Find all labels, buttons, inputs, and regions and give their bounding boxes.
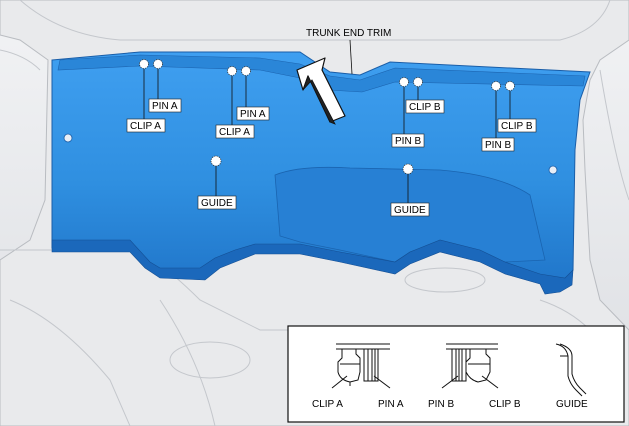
inset-pin-b-leader <box>441 375 459 389</box>
inset-label-clip-a: CLIP A <box>312 399 343 410</box>
tag-pin-a-1-bg <box>148 98 182 113</box>
tag-pin-b-1-bg <box>391 133 425 148</box>
trunk-end-trim <box>51 51 591 295</box>
clip-a-point-2 <box>227 66 237 76</box>
tag-clip-b-2-bg <box>497 118 537 133</box>
pin-a-point-2 <box>241 66 251 76</box>
clip-a-point-1 <box>139 59 149 69</box>
tag-pin-a-2: PIN A <box>240 109 266 120</box>
inset-clip-a-leader <box>331 375 348 389</box>
tag-pin-b-1: PIN B <box>395 136 421 147</box>
trim-hole-left <box>63 133 73 143</box>
left-pillar-line <box>0 49 41 71</box>
tag-pin-b-2-bg <box>481 137 515 152</box>
removal-arrow <box>296 57 346 125</box>
roof-edge <box>19 0 611 41</box>
tag-clip-b-1-bg <box>405 99 445 114</box>
inset-label-pin-b: PIN B <box>428 399 454 410</box>
trim-lower-lip <box>51 239 574 295</box>
tag-pin-a-1: PIN A <box>152 101 178 112</box>
inset-pin-a-shape <box>363 348 379 382</box>
guide-point-2 <box>402 163 414 175</box>
pin-b-point-1 <box>399 77 409 87</box>
fastener-detail-inset: CLIP A PIN A PIN B CLIP B GUIDE <box>287 325 625 423</box>
inset-label-guide: GUIDE <box>556 399 588 410</box>
inset-guide <box>555 343 587 397</box>
clip-b-point-2 <box>505 81 515 91</box>
floor-curve <box>159 299 216 426</box>
arrow-shape-shadow <box>302 74 336 125</box>
inset-guide-shape-outer <box>555 343 583 397</box>
inset-clip-a-pin-a <box>331 343 391 389</box>
tag-clip-a-1-bg <box>126 118 166 133</box>
floor-recess-right <box>404 267 486 293</box>
inset-clip-b-shape <box>465 348 491 383</box>
clip-b-point-1 <box>413 77 423 87</box>
tag-clip-b-2: CLIP B <box>501 121 533 132</box>
inset-label-clip-b: CLIP B <box>489 399 521 410</box>
inset-guide-shape-inner <box>559 343 587 395</box>
inset-label-pin-a: PIN A <box>378 399 404 410</box>
pin-a-point-1 <box>153 59 163 69</box>
tag-clip-b-1: CLIP B <box>409 102 441 113</box>
tag-clip-a-2-bg <box>215 124 255 139</box>
floor-recess <box>169 341 251 379</box>
callout-tags: CLIP A PIN A CLIP A PIN A PIN B CLIP B P… <box>126 98 537 217</box>
inset-clip-b-leader <box>481 375 499 389</box>
trunk-end-trim-label: TRUNK END TRIM <box>306 28 391 39</box>
tag-guide-1-bg <box>197 195 237 210</box>
trunk-end-trim-leader <box>349 39 353 75</box>
inset-pin-b-clip-b <box>441 343 499 389</box>
pin-b-point-2 <box>491 81 501 91</box>
label-trunk-end-trim: TRUNK END TRIM <box>306 28 391 75</box>
tag-clip-a-1: CLIP A <box>130 121 161 132</box>
tag-guide-2: GUIDE <box>394 205 426 216</box>
fastener-points <box>139 59 515 175</box>
inset-pin-a-leader <box>373 375 391 389</box>
tag-guide-1: GUIDE <box>201 198 233 209</box>
tag-pin-b-2: PIN B <box>485 140 511 151</box>
tag-pin-a-2-bg <box>236 106 270 121</box>
floor-line-lower <box>9 299 131 426</box>
guide-point-1 <box>210 155 222 167</box>
right-pillar-line <box>599 69 629 201</box>
inset-clip-a-shape <box>337 348 361 383</box>
tag-guide-2-bg <box>390 202 430 217</box>
leader-lines <box>143 69 511 203</box>
trim-hole-right <box>548 165 558 175</box>
tag-clip-a-2: CLIP A <box>219 127 250 138</box>
